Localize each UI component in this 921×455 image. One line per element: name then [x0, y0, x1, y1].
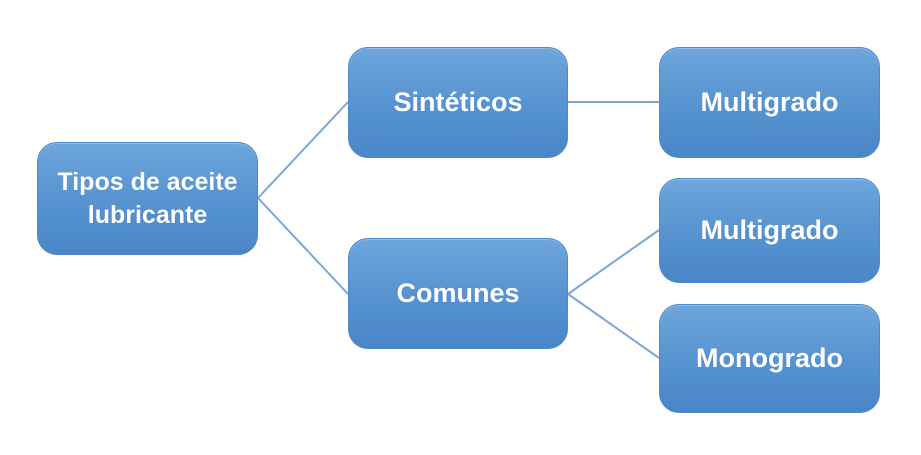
node-comunes: Comunes	[348, 238, 568, 349]
node-multigrado-sinteticos: Multigrado	[659, 47, 880, 158]
node-tipos-de-aceite-lubricante: Tipos de aceite lubricante	[37, 142, 258, 255]
node-label: Multigrado	[700, 87, 839, 118]
edge-comunes-monogrado	[567, 293, 660, 359]
node-label: Tipos de aceite lubricante	[57, 168, 238, 229]
node-label: Comunes	[396, 278, 520, 309]
node-label: Multigrado	[700, 215, 839, 246]
node-multigrado-comunes: Multigrado	[659, 178, 880, 283]
node-label: Monogrado	[696, 343, 843, 374]
edge-root-sinteticos	[257, 101, 349, 199]
node-label: Sintéticos	[393, 87, 523, 118]
node-sinteticos: Sintéticos	[348, 47, 568, 158]
edge-comunes-multigrado	[567, 229, 660, 295]
node-monogrado: Monogrado	[659, 304, 880, 413]
edge-root-comunes	[257, 197, 349, 295]
